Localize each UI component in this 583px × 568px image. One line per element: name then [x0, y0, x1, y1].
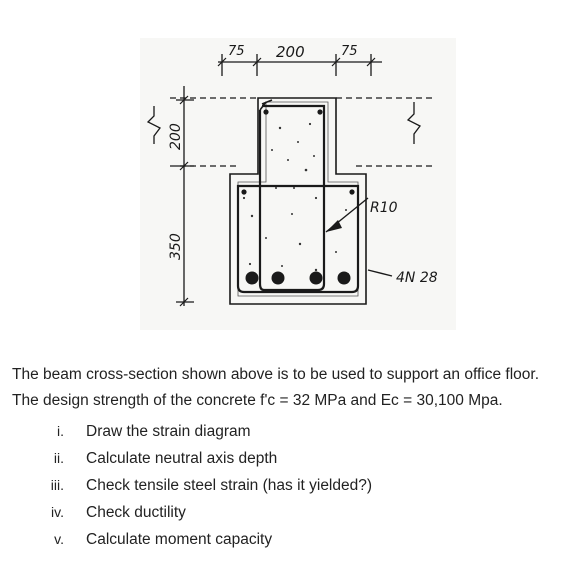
ligature-hook — [259, 99, 273, 111]
dim-slash — [179, 95, 189, 105]
bottom-bar — [245, 271, 259, 285]
task-list: i. Draw the strain diagram ii. Calculate… — [12, 418, 578, 553]
r10-arrow-head — [326, 220, 342, 232]
left-break-line — [146, 106, 161, 144]
bottom-bar — [337, 271, 351, 285]
dim-label-75-left: 75 — [228, 44, 245, 59]
top-bar — [317, 109, 323, 115]
inner-ligature — [258, 104, 326, 292]
dim-slash — [252, 57, 262, 67]
list-item: v. Calculate moment capacity — [12, 526, 578, 553]
side-bar — [349, 189, 355, 195]
dim-label-350-left: 350 — [168, 233, 184, 260]
bars-label: 4N 28 — [396, 270, 438, 286]
bottom-bar — [271, 271, 285, 285]
dim-slash — [217, 57, 227, 67]
list-item-number: i. — [57, 423, 64, 439]
list-item-number: iii. — [50, 477, 64, 493]
list-item-text: Check tensile steel strain (has it yield… — [86, 477, 373, 494]
dim-label-200-left: 200 — [168, 123, 184, 150]
bottom-bar — [309, 271, 323, 285]
list-item-number: iv. — [51, 504, 64, 520]
cover-outline — [237, 101, 359, 297]
dim-slash — [331, 57, 341, 67]
right-break-line — [406, 102, 421, 144]
beam-section-drawing: 75 200 75 200 350 R10 4N 28 — [146, 43, 438, 307]
top-bar — [263, 109, 269, 115]
outer-ligature — [236, 184, 360, 294]
list-item-text: Draw the strain diagram — [86, 423, 251, 440]
beam-cross-section-figure: 75 200 75 200 350 R10 4N 28 — [140, 38, 456, 330]
dim-slash — [366, 57, 376, 67]
list-item-text: Calculate moment capacity — [86, 531, 273, 548]
reinforcement-bars — [241, 109, 355, 285]
problem-line-1: The beam cross-section shown above is to… — [12, 366, 540, 383]
dim-slash — [179, 297, 189, 307]
concrete-outline — [229, 97, 367, 305]
list-item: i. Draw the strain diagram — [12, 418, 578, 445]
dim-label-75-right: 75 — [341, 44, 358, 59]
dim-slash — [179, 161, 189, 171]
side-bar — [241, 189, 247, 195]
list-item-text: Check ductility — [86, 504, 186, 521]
list-item-number: ii. — [53, 450, 64, 466]
bars-leader-line — [367, 269, 393, 277]
list-item: ii. Calculate neutral axis depth — [12, 445, 578, 472]
list-item-text: Calculate neutral axis depth — [86, 450, 278, 467]
problem-statement: The beam cross-section shown above is to… — [12, 362, 578, 553]
list-item: iv. Check ductility — [12, 499, 578, 526]
ligature-label: R10 — [370, 200, 398, 216]
problem-line-2: The design strength of the concrete f'c … — [12, 392, 503, 409]
list-item: iii. Check tensile steel strain (has it … — [12, 472, 578, 499]
dim-label-200-top: 200 — [276, 43, 305, 61]
list-item-number: v. — [54, 531, 64, 547]
